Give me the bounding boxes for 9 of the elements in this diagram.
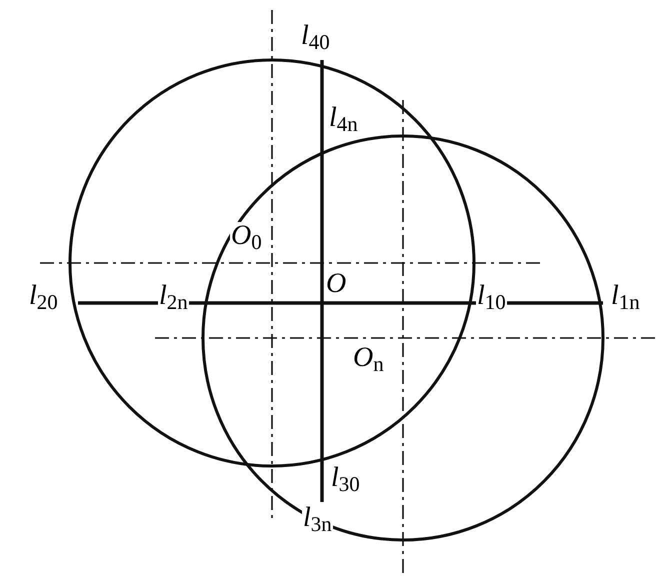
point-label: l$_{4n}$ xyxy=(328,104,359,132)
point-label: l$_{3n}$ xyxy=(302,504,333,532)
point-label: O$_{0}$ xyxy=(230,222,263,250)
point-label: l$_{2n}$ xyxy=(158,282,189,310)
point-label: l$_{40}$ xyxy=(300,22,331,50)
point-label: l$_{20}$ xyxy=(28,282,59,310)
point-label: l$_{30}$ xyxy=(330,464,361,492)
point-label: l$_{1n}$ xyxy=(610,282,641,310)
point-label: l$_{10}$ xyxy=(476,282,507,310)
